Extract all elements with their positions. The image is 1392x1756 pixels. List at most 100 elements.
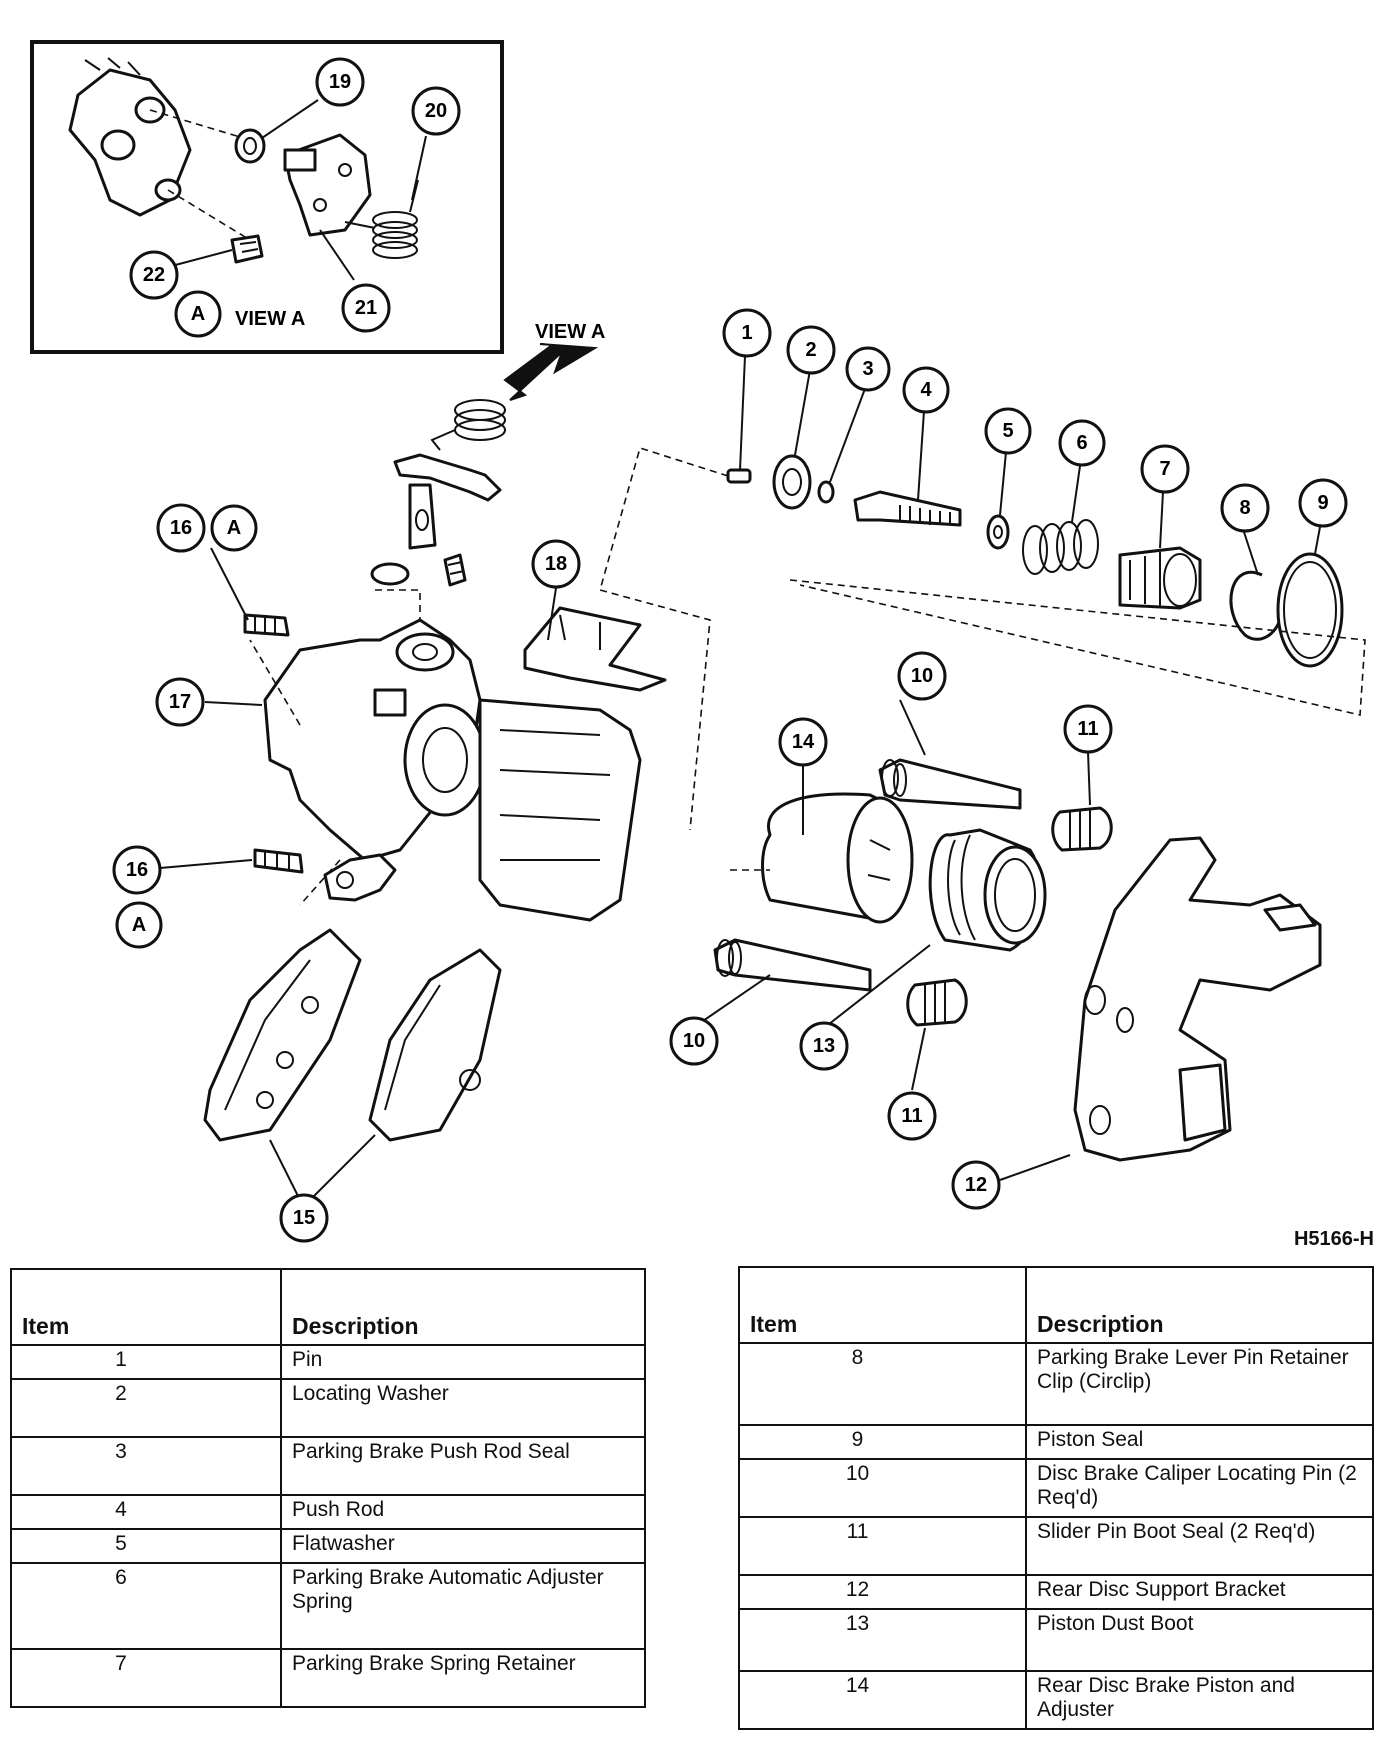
callout-14-label: 14 — [792, 731, 815, 753]
callout-19-label: 19 — [329, 71, 351, 93]
caliper-housing — [243, 613, 642, 922]
callout-10-upper: 10 — [897, 651, 947, 701]
callout-10-lower-label: 10 — [683, 1030, 705, 1052]
item-description: Parking Brake Lever Pin Retainer Clip (C… — [1025, 1342, 1374, 1426]
callout-2-label: 2 — [805, 339, 816, 361]
callout-21-label: 21 — [355, 297, 377, 319]
item-description: Parking Brake Automatic Adjuster Spring — [280, 1562, 646, 1650]
item-description: Rear Disc Brake Piston and Adjuster — [1025, 1670, 1374, 1730]
item-number: 7 — [10, 1648, 282, 1708]
item-number: 6 — [10, 1562, 282, 1650]
item-number: 13 — [738, 1608, 1027, 1672]
callout-11-upper: 11 — [1063, 704, 1113, 754]
callout-7-label: 7 — [1159, 458, 1170, 480]
callout-5: 5 — [984, 407, 1032, 455]
item-number: 14 — [738, 1670, 1027, 1730]
legend-header-row: Item Description — [10, 1268, 646, 1346]
view-a-marker-upper: A — [210, 504, 258, 552]
callout-20-label: 20 — [425, 100, 447, 122]
exploded-view-diagram: VIEW A — [30, 40, 1366, 1243]
callout-20: 20 — [411, 86, 461, 136]
legend-header-description: Description — [1025, 1266, 1374, 1344]
callout-11-upper-label: 11 — [1077, 718, 1098, 740]
item-description: Locating Washer — [280, 1378, 646, 1438]
item-description: Parking Brake Push Rod Seal — [280, 1436, 646, 1496]
callout-17-label: 17 — [169, 691, 191, 713]
callout-3: 3 — [845, 346, 891, 392]
brake-pads — [203, 928, 502, 1142]
callout-22: 22 — [129, 250, 179, 300]
callout-13: 13 — [799, 1021, 849, 1071]
callout-11-lower: 11 — [887, 1091, 937, 1141]
callout-12-label: 12 — [965, 1174, 987, 1196]
callout-21: 21 — [341, 283, 391, 333]
callout-1: 1 — [722, 308, 772, 358]
callout-16-lower-label: 16 — [126, 859, 148, 881]
callout-4: 4 — [902, 366, 950, 414]
callout-6-label: 6 — [1076, 432, 1087, 454]
item-description: Piston Dust Boot — [1025, 1608, 1374, 1672]
legend-header-item: Item — [10, 1268, 282, 1346]
item-number: 3 — [10, 1436, 282, 1496]
view-a-marker-lower: A — [115, 901, 163, 949]
callout-2: 2 — [786, 325, 836, 375]
item-description: Piston Seal — [1025, 1424, 1374, 1460]
legend-header-row: Item Description — [738, 1266, 1374, 1344]
parking-brake-lever-parts — [370, 399, 506, 620]
callout-18: 18 — [531, 539, 581, 589]
item-description: Push Rod — [280, 1494, 646, 1530]
callout-8: 8 — [1220, 483, 1270, 533]
view-a-title: VIEW A — [235, 308, 305, 330]
callout-15: 15 — [279, 1193, 329, 1243]
item-description: Pin — [280, 1344, 646, 1380]
callout-7: 7 — [1140, 444, 1190, 494]
callout-22-label: 22 — [143, 264, 165, 286]
item-number: 5 — [10, 1528, 282, 1564]
item-number: 8 — [738, 1342, 1027, 1426]
callout-13-label: 13 — [813, 1035, 835, 1057]
callout-9: 9 — [1298, 478, 1348, 528]
callout-5-label: 5 — [1002, 420, 1013, 442]
callout-15-label: 15 — [293, 1207, 315, 1229]
view-a-marker-label: A — [191, 303, 205, 325]
callout-16-upper-label: 16 — [170, 517, 192, 539]
callout-9-label: 9 — [1317, 492, 1328, 514]
view-a-arrow: VIEW A — [503, 321, 605, 401]
parking-brake-adjuster-parts — [599, 446, 1366, 831]
item-description: Slider Pin Boot Seal (2 Req'd) — [1025, 1516, 1374, 1576]
view-a-marker-lower-label: A — [132, 914, 146, 936]
callout-3-label: 3 — [862, 358, 873, 380]
callout-4-label: 4 — [920, 379, 932, 401]
item-description: Parking Brake Spring Retainer — [280, 1648, 646, 1708]
item-description: Disc Brake Caliper Locating Pin (2 Req'd… — [1025, 1458, 1374, 1518]
callout-1-label: 1 — [741, 322, 752, 344]
item-description: Rear Disc Support Bracket — [1025, 1574, 1374, 1610]
anti-rattle-clip — [523, 606, 667, 692]
item-number: 2 — [10, 1378, 282, 1438]
view-a-marker: A — [174, 290, 222, 338]
figure-code: H5166-H — [1293, 1228, 1374, 1250]
item-number: 10 — [738, 1458, 1027, 1518]
callout-10-upper-label: 10 — [911, 665, 933, 687]
callout-12: 12 — [951, 1160, 1001, 1210]
leader-lines — [159, 99, 1321, 1201]
item-number: 11 — [738, 1516, 1027, 1576]
callout-19: 19 — [315, 57, 365, 107]
item-number: 4 — [10, 1494, 282, 1530]
piston-and-slide-parts — [713, 758, 1322, 1162]
callout-6: 6 — [1058, 419, 1106, 467]
item-description: Flatwasher — [280, 1528, 646, 1564]
